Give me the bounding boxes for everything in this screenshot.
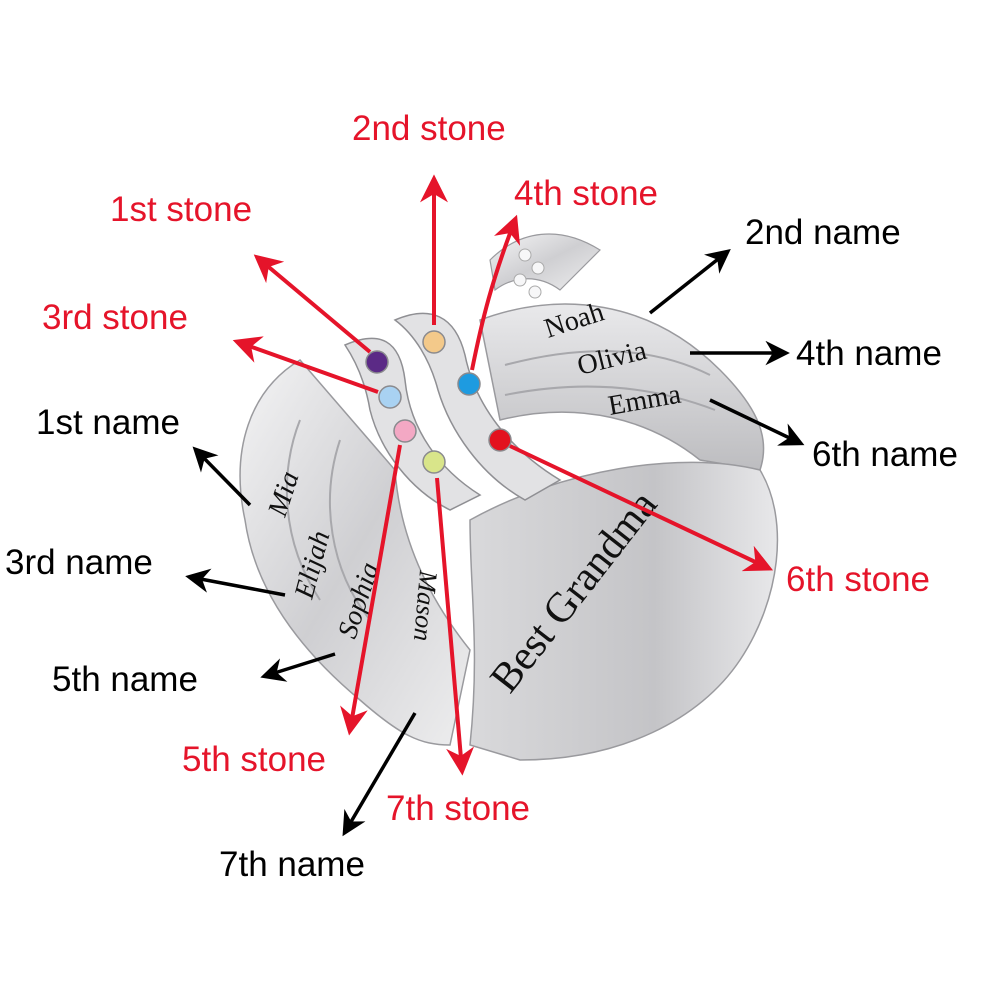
arrow-stone-6 [509,444,774,572]
arrow-name-2 [648,248,731,315]
label-4th-stone: 4th stone [514,174,658,213]
label-7th-name: 7th name [219,845,365,884]
arrow-stone-4 [470,214,521,371]
engraving-name-7: Mason [408,568,443,642]
label-5th-stone: 5th stone [182,740,326,779]
label-2nd-name: 2nd name [745,213,901,252]
label-5th-name: 5th name [52,660,198,699]
label-6th-stone: 6th stone [786,560,930,599]
stone-4 [457,372,481,396]
stone-1 [365,350,389,374]
arrow-name-1 [192,446,252,507]
stone-2 [422,330,446,354]
birthstones [365,330,512,474]
label-6th-name: 6th name [812,435,958,474]
label-1st-stone: 1st stone [110,190,253,229]
arrow-name-5 [260,652,336,682]
stone-3 [378,385,402,409]
arrow-stone-3 [232,336,379,394]
label-2nd-stone: 2nd stone [352,109,506,148]
arrow-name-7 [342,712,417,837]
label-3rd-name: 3rd name [5,543,153,582]
arrow-stone-1 [253,254,372,354]
arrow-stone-5 [340,444,402,736]
name-arrows [185,248,805,837]
stone-7 [422,450,446,474]
label-4th-name: 4th name [796,334,942,373]
stone-arrows [232,174,774,776]
stone-6 [488,428,512,452]
arrow-name-3 [185,568,286,597]
label-7th-stone: 7th stone [386,789,530,828]
label-3rd-stone: 3rd stone [42,298,188,337]
arrow-stone-7 [435,477,475,776]
stone-5 [393,419,417,443]
label-1st-name: 1st name [36,403,180,442]
arrow-name-6 [709,398,805,446]
